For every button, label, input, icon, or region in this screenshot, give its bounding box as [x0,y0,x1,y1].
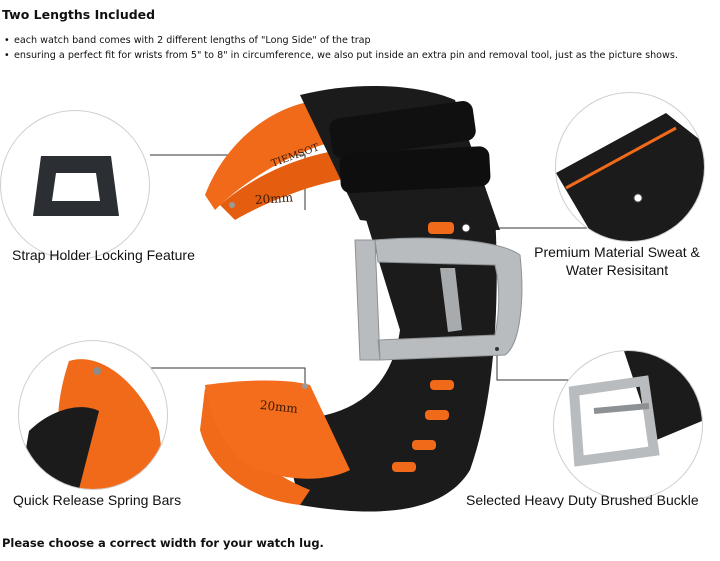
lower-strap-orange-face [205,380,350,479]
buckle-frame [354,237,523,361]
callout-dot-material [461,223,471,233]
buckle-tongue [440,268,462,332]
lower-strap-orange [200,388,310,505]
strap-keeper-2 [339,146,491,194]
feature-bullet-lengths: each watch band comes with 2 different l… [4,33,678,48]
spring-bar-pin-upper [229,202,235,208]
material-texture-icon [556,113,704,241]
label-buckle: Selected Heavy Duty Brushed Buckle [466,492,699,508]
strap-holder-icon [33,156,119,216]
detail-circle-material [555,92,705,242]
footer-note: Please choose a correct width for your w… [2,536,324,550]
callout-dot-buckle [495,347,499,351]
label-material-line2: Water Resisitant [565,262,669,278]
detail-circle-buckle [553,350,703,500]
buckle-icon [568,351,702,467]
label-material: Premium Material Sweat & Water Resisitan… [532,244,702,278]
strap-keeper-1 [329,101,476,159]
feature-bullet-fit: ensuring a perfect fit for wrists from 5… [4,48,678,63]
lower-width-marking: 20mm [259,398,299,416]
callout-line-strap-holder [150,154,306,210]
callout-line-spring-bars [150,367,306,385]
spring-bar-pin-lower [302,383,308,389]
label-material-line1: Premium Material Sweat & [534,244,700,260]
feature-list: each watch band comes with 2 different l… [4,33,678,63]
upper-strap-orange-inner [220,148,370,220]
section-heading: Two Lengths Included [2,7,156,22]
upper-width-marking: 20mm [254,190,294,207]
label-spring-bars: Quick Release Spring Bars [13,492,182,508]
spring-bar-icon [19,359,167,489]
detail-circle-spring-bars [18,340,168,490]
label-strap-holder: Strap Holder Locking Feature [12,247,195,263]
callout-line-buckle [496,349,600,381]
detail-circle-strap-holder [0,110,150,260]
